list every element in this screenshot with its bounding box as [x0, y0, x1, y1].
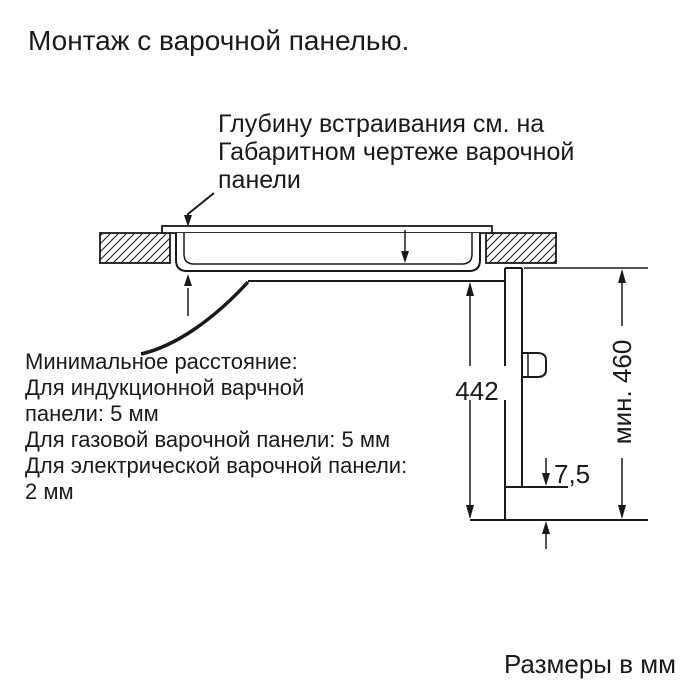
- embed-depth-line-3: панели: [218, 166, 301, 194]
- dim-460-label: мин. 460: [607, 340, 637, 445]
- dimension-oven-height: 442: [446, 282, 506, 519]
- hob-tub-inner: [183, 233, 473, 265]
- min-distance-line-2: Для индукционной варчной: [25, 375, 304, 400]
- embed-depth-line-2: Габаритном чертеже варочной: [218, 138, 574, 166]
- callout-embed-depth: Глубину встраивания см. на Габаритном че…: [184, 110, 574, 227]
- hob-depth-down-arrow: [401, 251, 409, 263]
- min-distance-line-3: панели: 5 мм: [25, 401, 159, 426]
- dim-442-label: 442: [455, 376, 498, 406]
- worktop-right-section: [485, 232, 557, 264]
- embed-depth-down-arrow: [184, 215, 192, 227]
- units-note: Размеры в мм: [504, 649, 676, 679]
- embed-depth-line-1: Глубину встраивания см. на: [218, 110, 544, 138]
- dim-442-text-mask: [446, 366, 506, 400]
- hob-assembly: [161, 225, 493, 316]
- dim-75-down-arrow: [542, 473, 550, 486]
- callout-min-distance: Минимальное расстояние: Для индукционной…: [25, 349, 407, 504]
- dim-460-down-arrow: [618, 505, 626, 519]
- hob-tub-outer: [175, 233, 481, 272]
- min-distance-line-4: Для газовой варочной панели: 5 мм: [25, 427, 390, 452]
- dim-75-label: 7,5: [554, 459, 590, 489]
- dim-442-up-arrow: [466, 282, 474, 296]
- dim-460-up-arrow: [618, 269, 626, 283]
- min-distance-line-6: 2 мм: [25, 479, 74, 504]
- dim-442-down-arrow: [466, 505, 474, 519]
- dim-460-text-mask: [604, 326, 638, 458]
- min-distance-line-1: Минимальное расстояние:: [25, 349, 298, 374]
- hob-flange: [161, 225, 493, 234]
- hob-underside-up-arrow: [184, 274, 192, 286]
- dimension-bottom-gap: 7,5: [542, 458, 590, 549]
- embed-depth-leader-line: [187, 192, 215, 216]
- oven-knob: [521, 352, 547, 378]
- dim-75-up-arrow: [542, 521, 550, 534]
- page-title: Монтаж с варочной панелью.: [28, 25, 409, 56]
- min-distance-line-5: Для электрической варочной панели:: [25, 453, 407, 478]
- worktop-left-section: [99, 232, 171, 264]
- min-distance-leader-line: [140, 280, 250, 356]
- dimension-niche-height: мин. 460: [524, 267, 648, 519]
